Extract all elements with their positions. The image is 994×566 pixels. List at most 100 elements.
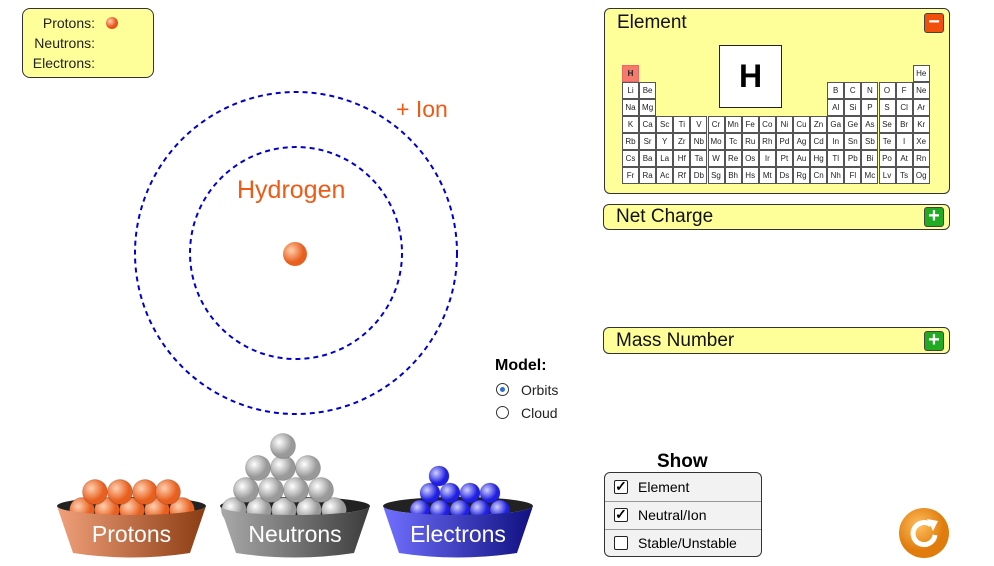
element-cell-Ac[interactable]: Ac	[656, 167, 674, 184]
element-cell-Cr[interactable]: Cr	[707, 116, 725, 133]
element-cell-Ir[interactable]: Ir	[758, 150, 776, 167]
element-cell-Hg[interactable]: Hg	[810, 150, 828, 167]
element-cell-Nb[interactable]: Nb	[690, 133, 708, 150]
element-cell-Co[interactable]: Co	[758, 116, 776, 133]
element-cell-Ne[interactable]: Ne	[912, 82, 930, 99]
element-cell-Au[interactable]: Au	[793, 150, 810, 167]
electron-particle[interactable]	[439, 482, 461, 504]
element-cell-Y[interactable]: Y	[656, 133, 674, 150]
element-cell-At[interactable]: At	[895, 150, 913, 167]
element-cell-Cs[interactable]: Cs	[622, 150, 639, 167]
element-cell-Lv[interactable]: Lv	[878, 167, 896, 184]
element-cell-P[interactable]: P	[861, 99, 879, 116]
element-cell-Xe[interactable]: Xe	[912, 133, 930, 150]
show-neutral-ion-option[interactable]: ✓Neutral/Ion	[605, 501, 761, 530]
element-cell-Pd[interactable]: Pd	[775, 133, 793, 150]
electron-particle[interactable]	[428, 465, 450, 487]
element-cell-Tl[interactable]: Tl	[827, 150, 845, 167]
expand-mass-number-button[interactable]: +	[924, 330, 944, 351]
element-cell-Cn[interactable]: Cn	[810, 167, 828, 184]
neutron-particle[interactable]	[258, 477, 284, 503]
element-cell-Te[interactable]: Te	[878, 133, 896, 150]
checkbox-checked-icon[interactable]: ✓	[614, 478, 628, 494]
element-cell-Li[interactable]: Li	[622, 82, 639, 99]
mass-number-panel[interactable]: Mass Number +	[603, 327, 950, 354]
cloud-radio[interactable]	[496, 406, 509, 419]
net-charge-panel[interactable]: Net Charge +	[603, 204, 950, 230]
element-cell-N[interactable]: N	[861, 82, 879, 99]
element-cell-Kr[interactable]: Kr	[912, 116, 930, 133]
element-cell-Cu[interactable]: Cu	[793, 116, 810, 133]
element-cell-Fl[interactable]: Fl	[844, 167, 862, 184]
element-cell-F[interactable]: F	[895, 82, 913, 99]
bucket-electrons[interactable]	[383, 506, 533, 558]
element-cell-Sn[interactable]: Sn	[844, 133, 862, 150]
element-cell-Ca[interactable]: Ca	[639, 116, 657, 133]
neutron-particle[interactable]	[245, 455, 271, 481]
element-cell-Db[interactable]: Db	[690, 167, 708, 184]
element-cell-Og[interactable]: Og	[912, 167, 930, 184]
element-cell-Al[interactable]: Al	[827, 99, 845, 116]
element-cell-Mn[interactable]: Mn	[724, 116, 742, 133]
element-cell-Ba[interactable]: Ba	[639, 150, 657, 167]
element-cell-Ar[interactable]: Ar	[912, 99, 930, 116]
element-cell-O[interactable]: O	[878, 82, 896, 99]
element-cell-Se[interactable]: Se	[878, 116, 896, 133]
element-cell-Ag[interactable]: Ag	[793, 133, 810, 150]
element-cell-I[interactable]: I	[895, 133, 913, 150]
bucket-protons[interactable]	[57, 506, 206, 558]
neutron-particle[interactable]	[270, 433, 296, 459]
element-cell-Sc[interactable]: Sc	[656, 116, 674, 133]
element-cell-He[interactable]: He	[912, 65, 930, 82]
element-cell-S[interactable]: S	[878, 99, 896, 116]
show-element-option[interactable]: ✓Element	[605, 473, 761, 502]
proton-particle[interactable]	[132, 479, 158, 505]
element-cell-Hf[interactable]: Hf	[673, 150, 691, 167]
element-cell-Nh[interactable]: Nh	[827, 167, 845, 184]
neutron-particle[interactable]	[283, 477, 309, 503]
expand-net-charge-button[interactable]: +	[924, 206, 944, 227]
show-stable-unstable-option[interactable]: Stable/Unstable	[605, 529, 761, 557]
element-cell-Po[interactable]: Po	[878, 150, 896, 167]
neutron-particle[interactable]	[233, 477, 259, 503]
bucket-neutrons[interactable]	[220, 506, 370, 558]
nucleus-proton[interactable]	[283, 242, 307, 266]
neutron-particle[interactable]	[308, 477, 334, 503]
element-cell-H[interactable]: H	[622, 65, 639, 82]
element-cell-Ga[interactable]: Ga	[827, 116, 845, 133]
element-cell-Mo[interactable]: Mo	[707, 133, 725, 150]
element-cell-Os[interactable]: Os	[741, 150, 759, 167]
element-cell-Fr[interactable]: Fr	[622, 167, 639, 184]
neutron-particle[interactable]	[270, 455, 296, 481]
element-cell-Cd[interactable]: Cd	[810, 133, 828, 150]
element-cell-Bi[interactable]: Bi	[861, 150, 879, 167]
element-cell-Re[interactable]: Re	[724, 150, 742, 167]
element-cell-Zr[interactable]: Zr	[673, 133, 691, 150]
element-cell-Sg[interactable]: Sg	[707, 167, 725, 184]
checkbox-unchecked-icon[interactable]	[614, 536, 628, 550]
element-cell-Mt[interactable]: Mt	[758, 167, 776, 184]
element-cell-Rb[interactable]: Rb	[622, 133, 639, 150]
element-cell-W[interactable]: W	[707, 150, 725, 167]
element-cell-La[interactable]: La	[656, 150, 674, 167]
element-cell-Ds[interactable]: Ds	[775, 167, 793, 184]
orbits-radio[interactable]	[496, 383, 509, 396]
element-cell-Bh[interactable]: Bh	[724, 167, 742, 184]
element-cell-Si[interactable]: Si	[844, 99, 862, 116]
element-cell-Ru[interactable]: Ru	[741, 133, 759, 150]
checkbox-checked-icon[interactable]: ✓	[614, 506, 628, 522]
element-cell-Na[interactable]: Na	[622, 99, 639, 116]
element-cell-Tc[interactable]: Tc	[724, 133, 742, 150]
element-cell-Fe[interactable]: Fe	[741, 116, 759, 133]
proton-particle[interactable]	[155, 479, 181, 505]
element-cell-Pt[interactable]: Pt	[775, 150, 793, 167]
element-cell-Ts[interactable]: Ts	[895, 167, 913, 184]
element-cell-Ra[interactable]: Ra	[639, 167, 657, 184]
reset-button[interactable]	[898, 507, 950, 559]
electron-particle[interactable]	[479, 482, 501, 504]
element-cell-Rh[interactable]: Rh	[758, 133, 776, 150]
element-cell-In[interactable]: In	[827, 133, 845, 150]
proton-particle[interactable]	[82, 479, 108, 505]
element-cell-Rg[interactable]: Rg	[793, 167, 810, 184]
element-cell-Mc[interactable]: Mc	[861, 167, 879, 184]
